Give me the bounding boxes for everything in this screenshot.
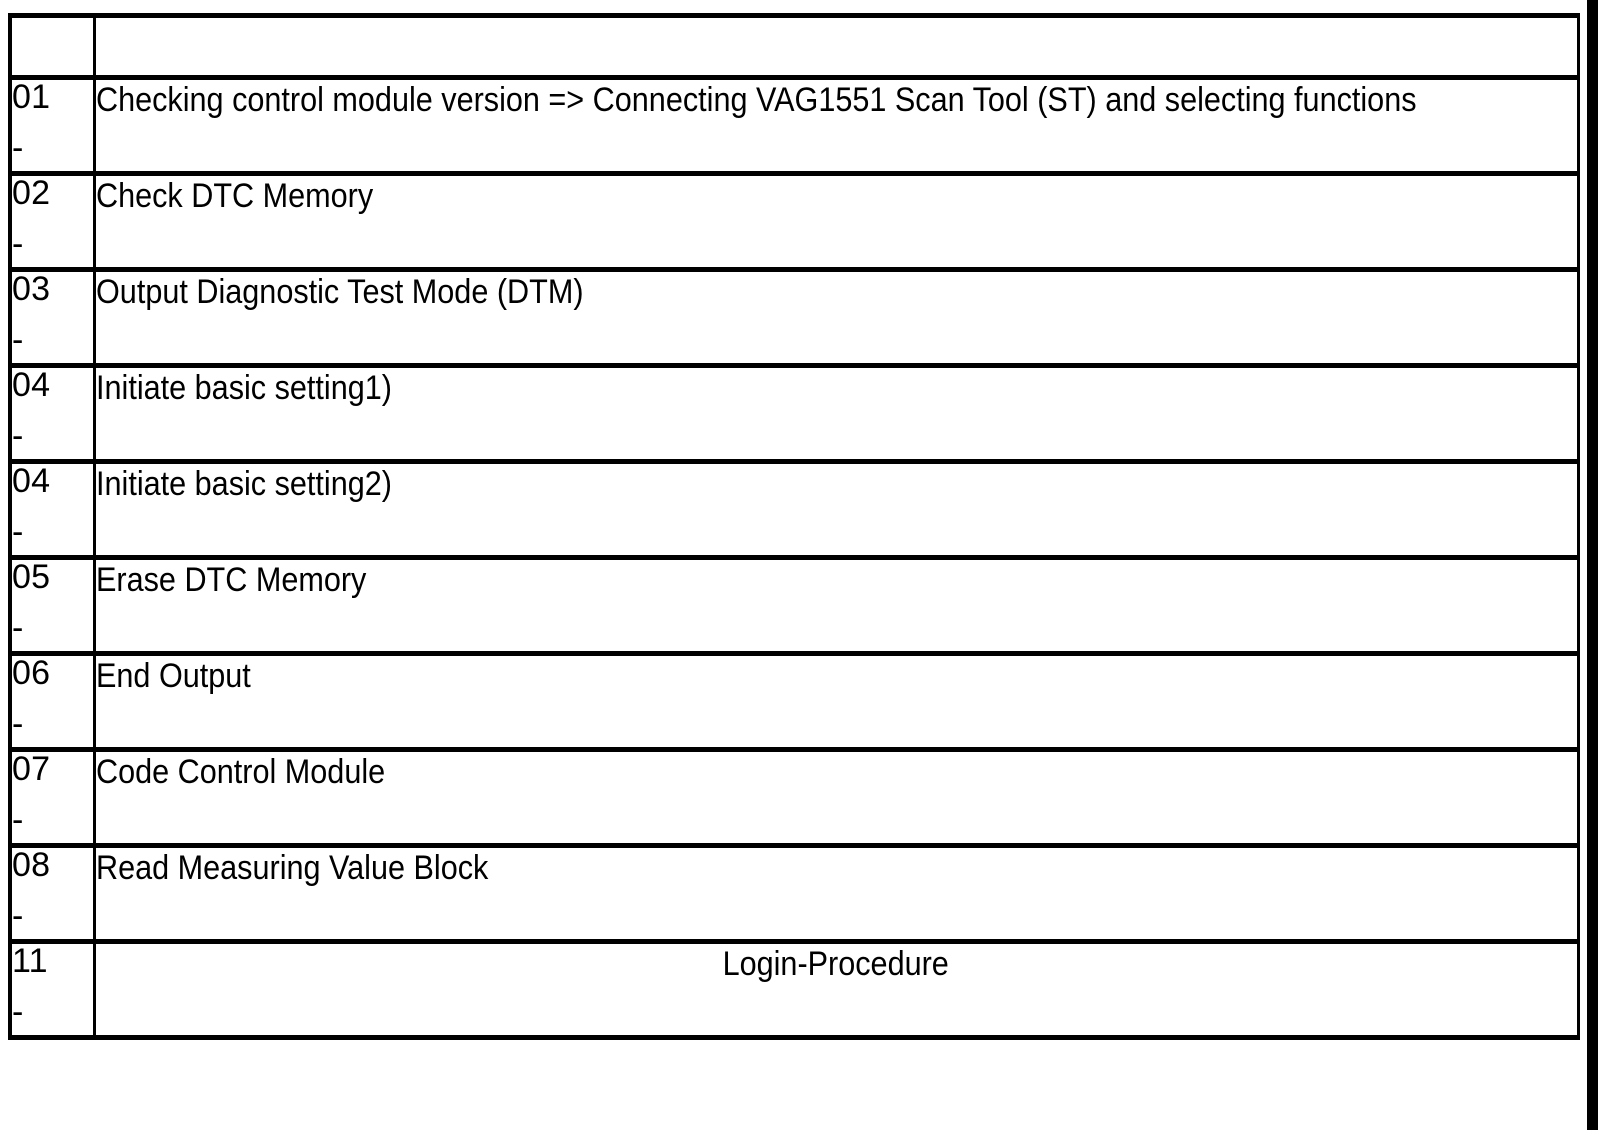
function-number-dash: -: [12, 417, 24, 455]
function-description-text: Check DTC Memory: [95, 177, 373, 215]
cell-function-number: 06 -: [8, 651, 96, 752]
function-number-dash: -: [12, 513, 24, 551]
cell-function-number: 04 -: [8, 363, 96, 464]
cell-function-description: Read Measuring Value Block: [92, 843, 1580, 944]
function-number-dash: -: [12, 993, 24, 1031]
function-number-dash: -: [12, 609, 24, 647]
function-number-dash: -: [12, 129, 24, 167]
function-description-text: Initiate basic setting1): [95, 369, 392, 407]
function-number-dash: -: [12, 225, 24, 263]
cell-function-description: Erase DTC Memory: [92, 555, 1580, 656]
cell-function-description: Output Diagnostic Test Mode (DTM): [92, 267, 1580, 368]
cell-function-description: Check DTC Memory: [92, 171, 1580, 272]
table-row: 07 - Code Control Module: [8, 747, 1580, 848]
function-number-value: 08: [12, 846, 51, 884]
function-number-value: 05: [12, 558, 51, 596]
function-number-value: 11: [12, 942, 48, 980]
function-table: 01 - Checking control module version => Co…: [8, 13, 1580, 1040]
function-number-value: 02: [12, 174, 51, 212]
header-cell-function: [92, 13, 1580, 80]
function-number-dash: -: [12, 897, 24, 935]
table-row: 03 - Output Diagnostic Test Mode (DTM): [8, 267, 1580, 368]
cell-function-number: 04 -: [8, 459, 96, 560]
function-table-body: 01 - Checking control module version => Co…: [8, 13, 1580, 1040]
table-row: 04 - Initiate basic setting1): [8, 363, 1580, 464]
cell-function-number: 03 -: [8, 267, 96, 368]
cell-function-number: 11 -: [8, 939, 96, 1040]
cell-function-description: Initiate basic setting1): [92, 363, 1580, 464]
function-description-text: Checking control module version => Conne…: [95, 81, 1417, 119]
function-number-value: 04: [12, 366, 51, 404]
table-row: 11 - Login-Procedure: [8, 939, 1580, 1040]
table-row: 08 - Read Measuring Value Block: [8, 843, 1580, 944]
table-row: 01 - Checking control module version => Co…: [8, 75, 1580, 176]
function-number-value: 07: [12, 750, 51, 788]
function-description-text: Initiate basic setting2): [95, 465, 392, 503]
function-number-value: 04: [12, 462, 51, 500]
cell-function-number: 05 -: [8, 555, 96, 656]
header-cell-number: [8, 13, 96, 80]
function-description-text: Read Measuring Value Block: [95, 849, 488, 887]
cell-function-description: Code Control Module: [92, 747, 1580, 848]
page-edge-bar: [1587, 0, 1598, 1130]
table-header-row: [8, 13, 1580, 80]
cell-function-description: Login-Procedure: [92, 939, 1580, 1040]
function-number-value: 06: [12, 654, 51, 692]
cell-function-number: 01 -: [8, 75, 96, 176]
function-number-dash: -: [12, 705, 24, 743]
table-row: 06 - End Output: [8, 651, 1580, 752]
function-number-value: 03: [12, 270, 51, 308]
function-description-text: Code Control Module: [95, 753, 385, 791]
table-row: 05 - Erase DTC Memory: [8, 555, 1580, 656]
table-row: 02 - Check DTC Memory: [8, 171, 1580, 272]
table-row: 04 - Initiate basic setting2): [8, 459, 1580, 560]
function-number-dash: -: [12, 321, 24, 359]
function-description-text: Output Diagnostic Test Mode (DTM): [95, 273, 584, 311]
cell-function-number: 08 -: [8, 843, 96, 944]
function-number-dash: -: [12, 801, 24, 839]
function-description-text: End Output: [95, 657, 251, 695]
cell-function-description: End Output: [92, 651, 1580, 752]
function-description-text: Login-Procedure: [722, 945, 950, 983]
function-number-value: 01: [12, 78, 51, 116]
function-description-text: Erase DTC Memory: [95, 561, 366, 599]
cell-function-number: 02 -: [8, 171, 96, 272]
cell-function-description: Initiate basic setting2): [92, 459, 1580, 560]
cell-function-description: Checking control module version => Conne…: [92, 75, 1580, 176]
cell-function-number: 07 -: [8, 747, 96, 848]
